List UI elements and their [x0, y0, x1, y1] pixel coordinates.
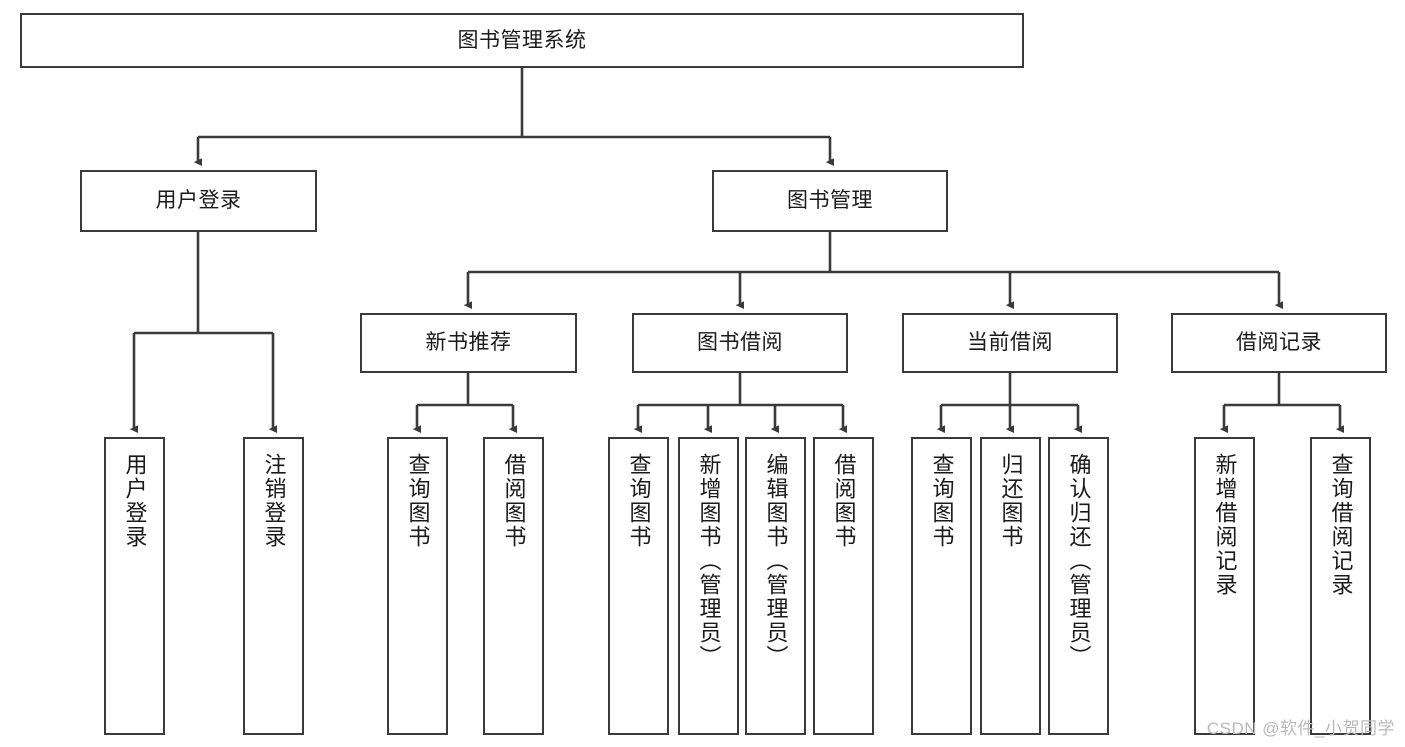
node-new-book-recommend[interactable]: 新书推荐	[360, 313, 577, 373]
leaf-query-borrow-record[interactable]: 查询借阅记录	[1310, 437, 1371, 735]
node-book-borrow[interactable]: 图书借阅	[632, 313, 848, 373]
leaf-logout-login-label: 注销登录	[261, 453, 287, 549]
leaf-query-book-1-label: 查询图书	[405, 453, 431, 549]
leaf-borrow-book-2[interactable]: 借阅图书	[813, 437, 874, 735]
leaf-borrow-book-1[interactable]: 借阅图书	[483, 437, 544, 735]
node-user-login[interactable]: 用户登录	[80, 170, 317, 232]
leaf-confirm-return-label: 确认归还（管理员）	[1066, 453, 1092, 669]
leaf-query-borrow-record-label: 查询借阅记录	[1328, 453, 1354, 597]
node-user-login-label: 用户登录	[155, 189, 242, 213]
leaf-user-login-label: 用户登录	[122, 453, 148, 549]
leaf-query-book-2-label: 查询图书	[626, 453, 652, 549]
node-current-borrow[interactable]: 当前借阅	[902, 313, 1118, 373]
node-book-management[interactable]: 图书管理	[712, 170, 948, 232]
node-borrow-record[interactable]: 借阅记录	[1171, 313, 1387, 373]
node-root-label: 图书管理系统	[457, 28, 587, 52]
node-borrow-record-label: 借阅记录	[1236, 331, 1322, 355]
node-book-borrow-label: 图书借阅	[697, 331, 783, 355]
leaf-user-login[interactable]: 用户登录	[104, 437, 165, 735]
node-new-book-recommend-label: 新书推荐	[425, 331, 512, 355]
leaf-add-book-label: 新增图书（管理员）	[696, 453, 722, 669]
leaf-query-book-2[interactable]: 查询图书	[608, 437, 669, 735]
leaf-logout-login[interactable]: 注销登录	[243, 437, 304, 735]
leaf-query-book-3-label: 查询图书	[929, 453, 955, 549]
leaf-return-book[interactable]: 归还图书	[980, 437, 1041, 735]
leaf-add-borrow-record-label: 新增借阅记录	[1212, 453, 1238, 597]
node-current-borrow-label: 当前借阅	[967, 331, 1053, 355]
leaf-edit-book[interactable]: 编辑图书（管理员）	[745, 437, 806, 735]
leaf-add-borrow-record[interactable]: 新增借阅记录	[1194, 437, 1255, 735]
leaf-borrow-book-1-label: 借阅图书	[501, 453, 527, 549]
node-book-management-label: 图书管理	[787, 189, 873, 213]
leaf-query-book-3[interactable]: 查询图书	[911, 437, 972, 735]
leaf-confirm-return[interactable]: 确认归还（管理员）	[1048, 437, 1109, 735]
leaf-query-book-1[interactable]: 查询图书	[387, 437, 448, 735]
leaf-return-book-label: 归还图书	[998, 453, 1024, 549]
leaf-add-book[interactable]: 新增图书（管理员）	[678, 437, 739, 735]
node-root[interactable]: 图书管理系统	[20, 13, 1024, 68]
leaf-edit-book-label: 编辑图书（管理员）	[763, 453, 789, 669]
leaf-borrow-book-2-label: 借阅图书	[831, 453, 857, 549]
